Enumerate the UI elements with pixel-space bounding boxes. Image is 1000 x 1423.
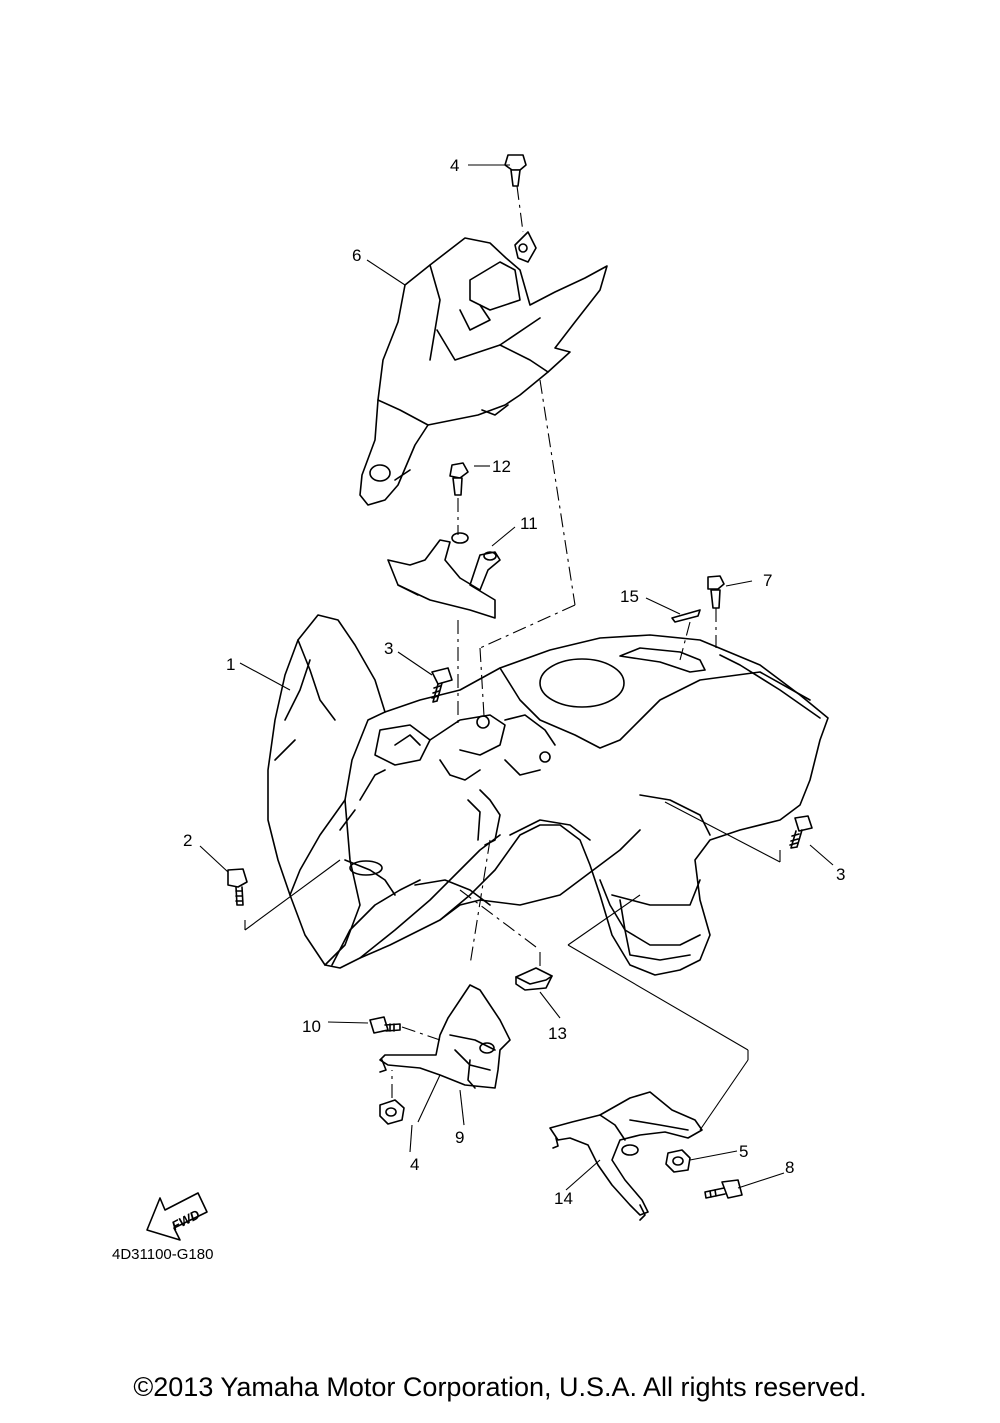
clip-icon <box>707 575 725 648</box>
clip-icon <box>449 462 469 535</box>
reference-lines <box>457 379 749 1131</box>
callout-13: 12 <box>492 457 511 476</box>
bolt-icon <box>704 1179 743 1199</box>
bolt-icon <box>369 1016 441 1041</box>
pad-part <box>515 950 553 991</box>
callout-15: 15 <box>620 587 639 606</box>
front-fender-part <box>267 614 829 976</box>
nut-icon <box>379 1070 405 1125</box>
callout-11: 10 <box>302 1017 321 1036</box>
diagram-code: 4D31100-G180 <box>112 1246 214 1263</box>
callout-4-right: 5 <box>739 1142 748 1161</box>
stay-part <box>549 1091 703 1221</box>
callout-7: 4 <box>450 156 459 175</box>
callout-9: 8 <box>785 1158 794 1177</box>
part-callouts: 4 6 12 11 7 15 1 3 2 3 13 10 9 4 5 8 14 <box>183 156 845 1208</box>
callout-2: 2 <box>183 831 192 850</box>
bolt-icon <box>789 815 813 849</box>
callout-4-left: 4 <box>410 1155 419 1174</box>
emblem-part <box>671 609 701 661</box>
bracket-part <box>387 532 501 619</box>
callout-5: 7 <box>763 571 772 590</box>
callout-1: 1 <box>226 655 235 674</box>
callout-14: 13 <box>548 1024 567 1043</box>
nut-icon <box>665 1149 691 1173</box>
leader-lines <box>199 164 834 1191</box>
fwd-label: FWD <box>169 1206 203 1233</box>
callout-8: 14 <box>554 1189 573 1208</box>
bolt-icon <box>431 667 453 703</box>
rivet-icon <box>504 154 527 233</box>
fwd-arrow-icon: FWD <box>146 1192 208 1241</box>
callout-3-right: 3 <box>836 865 845 884</box>
copyright-notice: ©2013 Yamaha Motor Corporation, U.S.A. A… <box>133 1372 867 1402</box>
stay-part <box>379 984 511 1089</box>
callout-6: 6 <box>352 246 361 265</box>
callout-10: 9 <box>455 1128 464 1147</box>
bolt-icon <box>227 868 248 906</box>
front-cover-part <box>359 231 608 506</box>
callout-12: 11 <box>520 514 538 533</box>
callout-3-left: 3 <box>384 639 393 658</box>
